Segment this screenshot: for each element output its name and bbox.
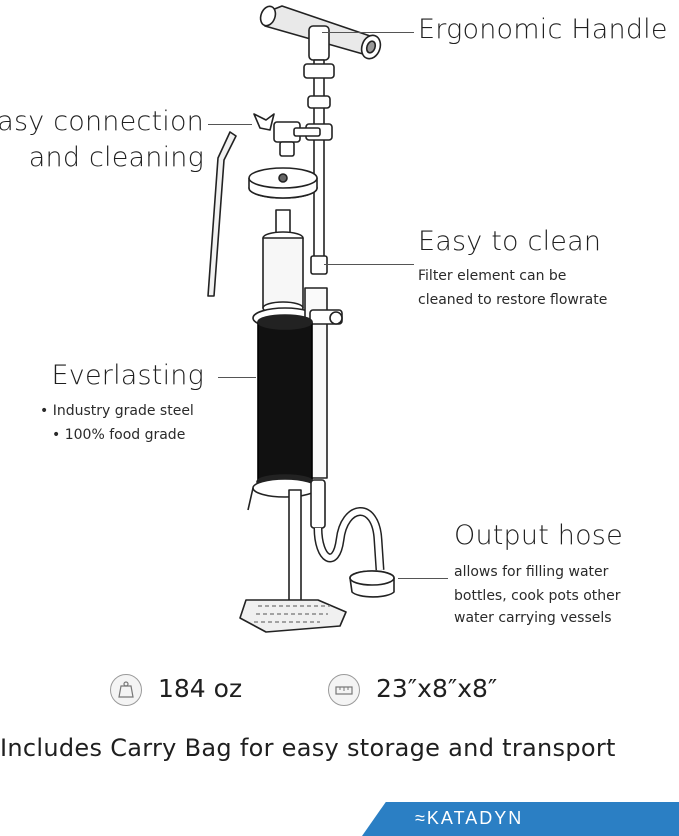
output-title: Output hose [454,520,623,551]
weight-icon [110,674,142,706]
handle-title: Ergonomic Handle [418,14,668,45]
output-leader [398,578,448,579]
connection-title-line1: Easy connection [0,106,204,137]
connection-title-line2: and cleaning [28,142,204,173]
carry-bag-note: Includes Carry Bag for easy storage and … [0,734,616,762]
clean-title: Easy to clean [418,226,602,257]
dimensions-value: 23″x8″x8″ [376,674,498,703]
everlasting-title: Everlasting [51,360,204,391]
brand-name: KATADYN [426,808,524,828]
clean-desc-line1: Filter element can be [418,268,567,284]
pump-rod [303,59,335,275]
stand-part [239,478,347,633]
everlasting-bullet-1: • Industry grade steel [40,403,194,419]
everlasting-bullet-2-text: 100% food grade [64,427,186,443]
steel-body [256,314,314,490]
connector-part [253,113,321,157]
everlasting-leader [218,377,256,378]
ruler-icon [328,674,360,706]
cap-part [248,167,318,199]
clean-leader [324,264,414,265]
brand-logo: ≈KATADYN [415,808,524,828]
cleaning-tube [207,131,237,297]
handle-leader [322,32,414,33]
connection-leader [208,124,252,125]
output-desc-line2: bottles, cook pots other [454,588,621,604]
output-desc-line3: water carrying vessels [454,610,612,626]
filter-element [262,209,304,315]
everlasting-bullet-1-text: Industry grade steel [52,403,194,419]
clean-desc-line2: cleaned to restore flowrate [418,292,608,308]
output-desc-line1: allows for filling water [454,564,609,580]
everlasting-bullet-2: • 100% food grade [52,427,186,443]
output-hose [313,507,395,598]
weight-value: 184 oz [158,674,243,703]
